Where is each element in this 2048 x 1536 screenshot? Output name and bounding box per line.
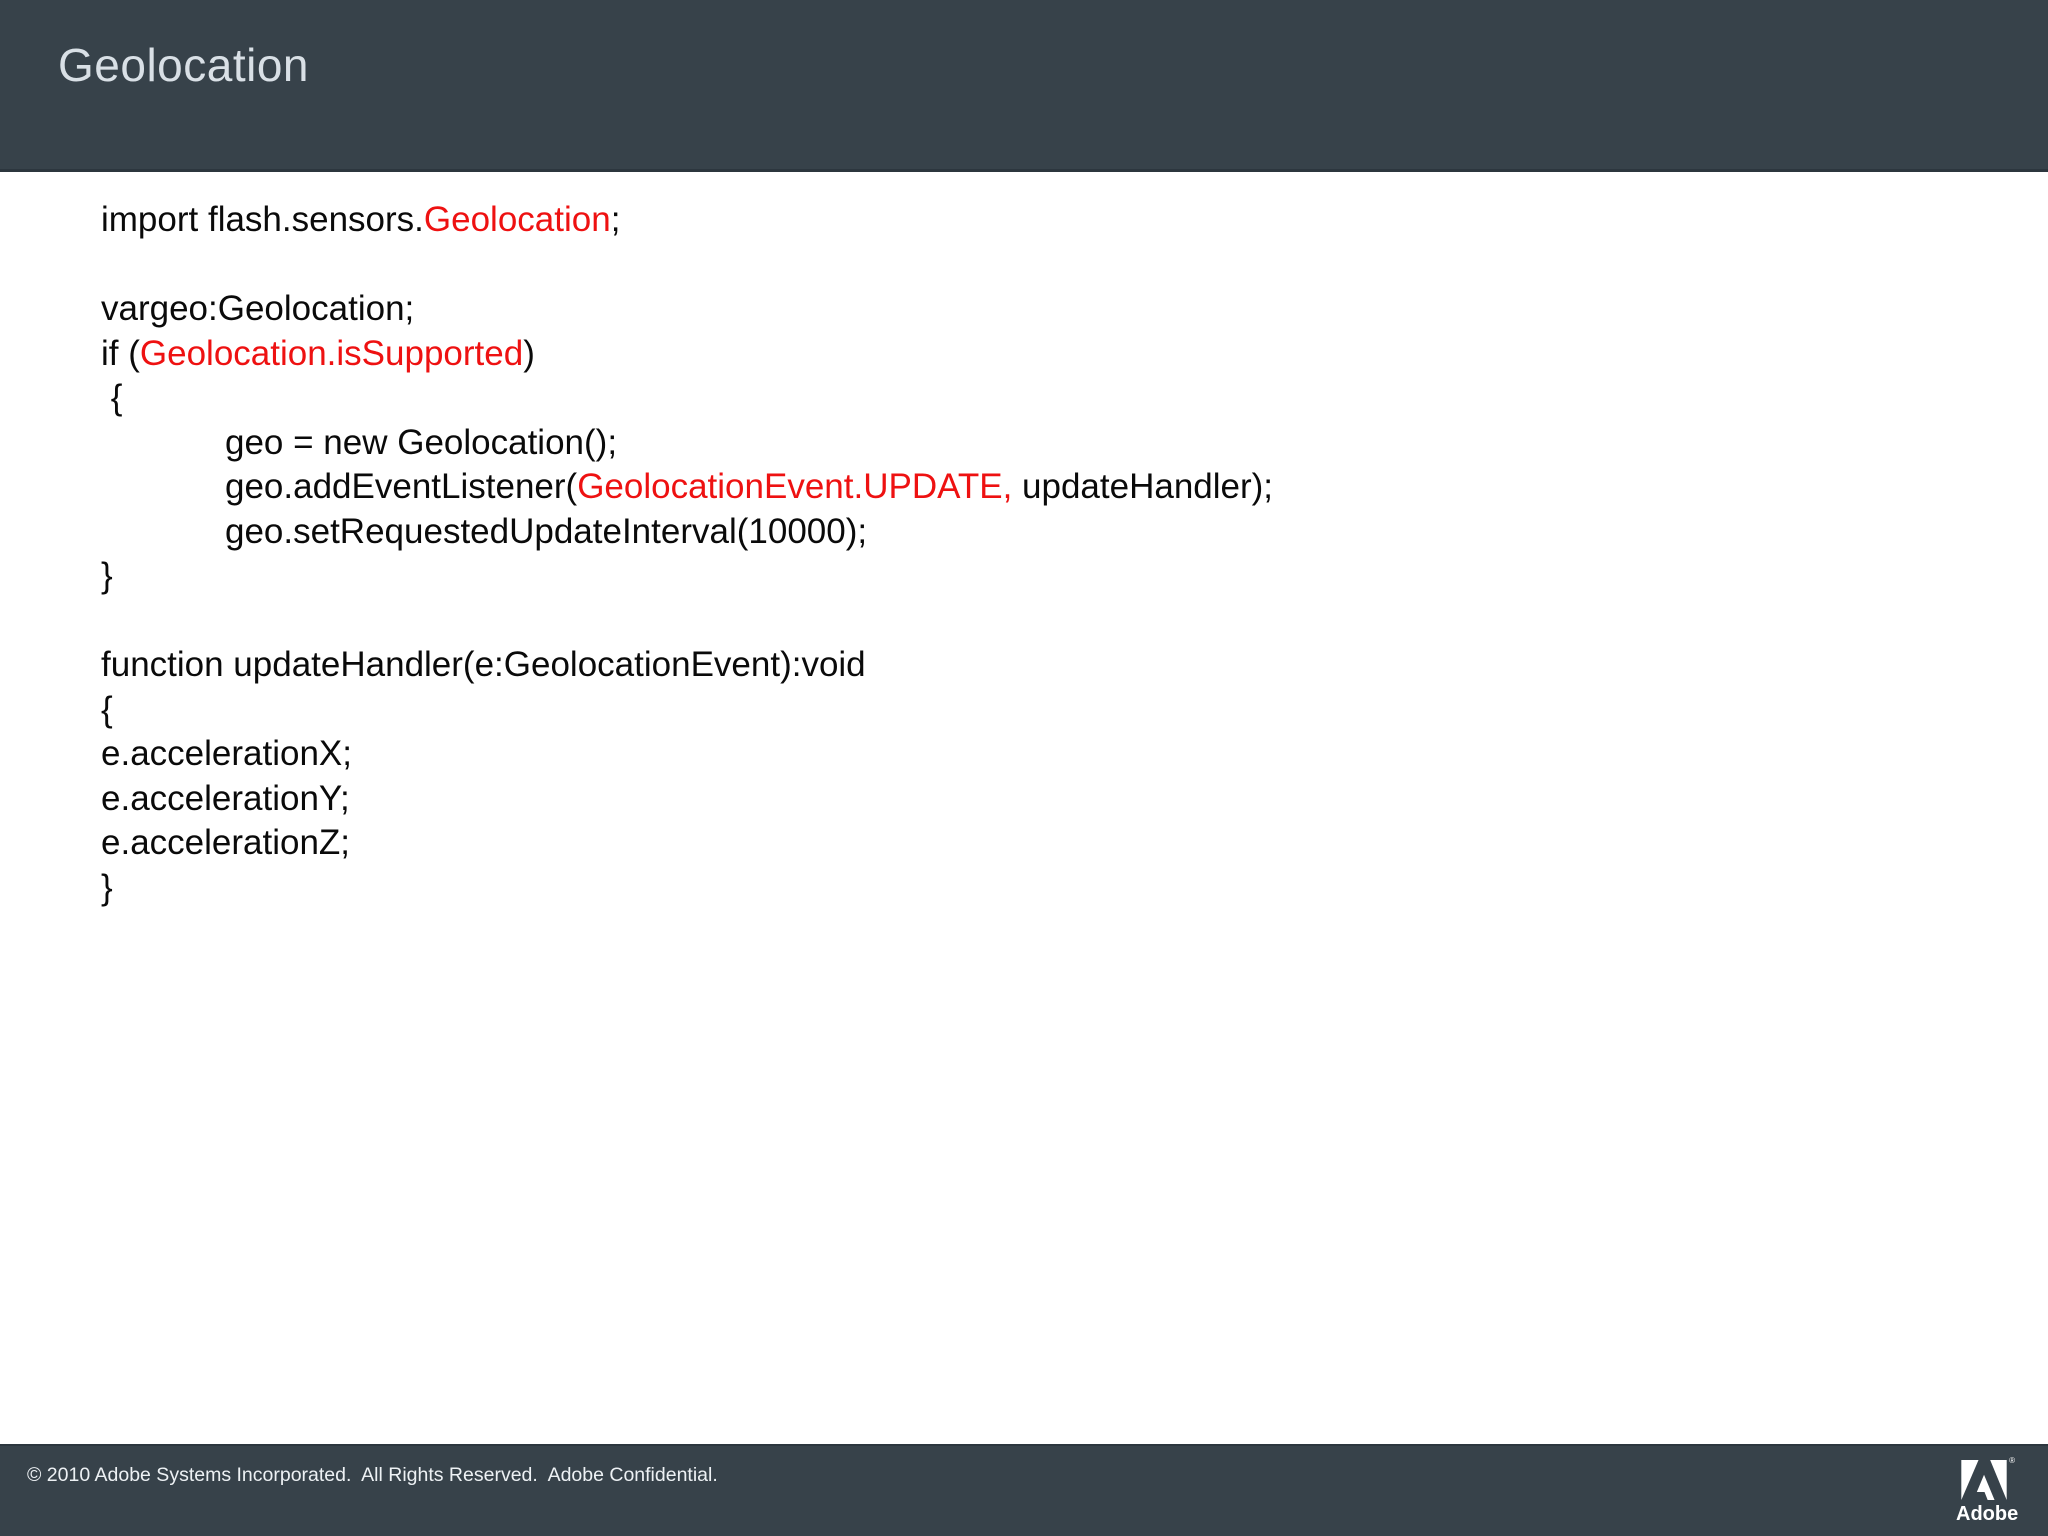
code-text: {	[101, 689, 113, 729]
code-text: geo.addEventListener(	[225, 467, 578, 506]
code-line: import flash.sensors.Geolocation;	[101, 198, 2008, 243]
code-line: }	[101, 866, 2008, 911]
code-line: {	[101, 376, 2008, 421]
code-highlight: Geolocation	[423, 200, 611, 239]
code-highlight: Geolocation.isSupported	[139, 333, 524, 373]
code-line: e.accelerationY;	[101, 777, 2008, 822]
copyright-text: © 2010 Adobe Systems Incorporated. All R…	[27, 1464, 718, 1486]
code-line: function updateHandler(e:GeolocationEven…	[101, 643, 2008, 688]
code-highlight: GeolocationEvent.UPDATE,	[577, 467, 1013, 506]
code-line: }	[101, 554, 2008, 599]
code-block: import flash.sensors.Geolocation; vargeo:…	[101, 172, 2008, 910]
code-line: geo.addEventListener(GeolocationEvent.UP…	[101, 465, 2008, 510]
page-title: Geolocation	[58, 39, 309, 91]
code-text: import flash.sensors.	[101, 200, 424, 239]
code-line	[101, 243, 2008, 288]
registered-trademark-symbol: ®	[2009, 1456, 2015, 1465]
code-text: if (	[101, 333, 140, 373]
adobe-logo: ® Adobe	[1956, 1456, 2019, 1526]
code-text: )	[523, 333, 535, 373]
code-text: }	[101, 556, 113, 595]
code-line: {	[101, 688, 2008, 733]
code-text: ;	[610, 200, 621, 239]
code-text: geo.setRequestedUpdateInterval(10000);	[225, 511, 868, 551]
code-line: geo.setRequestedUpdateInterval(10000);	[101, 510, 2008, 555]
code-text: vargeo:Geolocation;	[101, 289, 415, 328]
code-text: e.accelerationZ;	[101, 823, 351, 862]
slide-header-bar: Geolocation	[0, 0, 2048, 172]
code-text: e.accelerationX;	[101, 734, 352, 773]
code-text: e.accelerationY;	[101, 778, 350, 818]
code-text: }	[101, 867, 113, 907]
code-line: if (Geolocation.isSupported)	[101, 332, 2008, 377]
code-line: e.accelerationX;	[101, 732, 2008, 777]
code-line	[101, 599, 2008, 644]
code-line: geo = new Geolocation();	[101, 421, 2008, 466]
slide-footer-bar: © 2010 Adobe Systems Incorporated. All R…	[0, 1444, 2048, 1536]
code-text: function updateHandler(e:GeolocationEven…	[101, 645, 866, 684]
adobe-wordmark: Adobe	[1956, 1503, 2019, 1525]
code-text: {	[101, 378, 123, 417]
code-line: vargeo:Geolocation;	[101, 287, 2008, 332]
code-text: geo = new Geolocation();	[225, 422, 618, 462]
code-text: updateHandler);	[1012, 467, 1274, 506]
adobe-logo-icon	[1961, 1460, 2007, 1500]
code-line: e.accelerationZ;	[101, 821, 2008, 866]
